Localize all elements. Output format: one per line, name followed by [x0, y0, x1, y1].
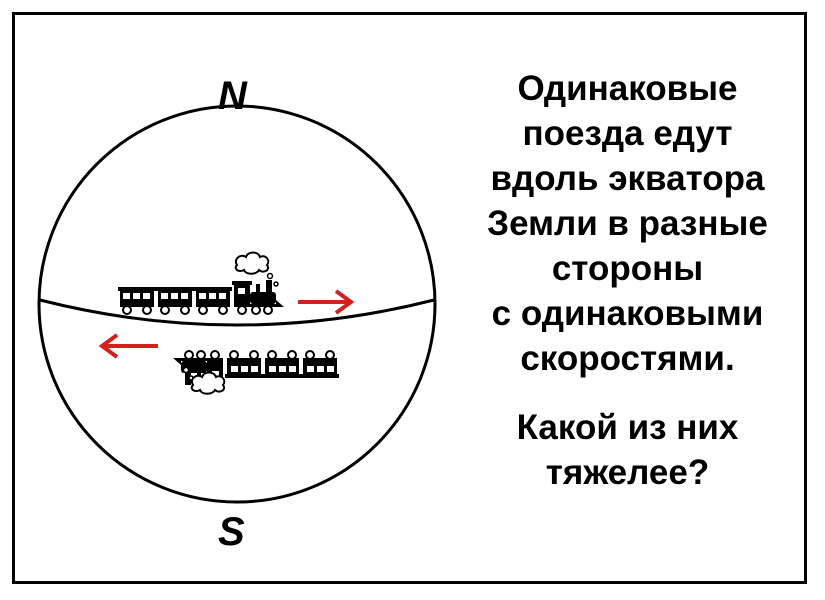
smoke-cloud-icon [234, 251, 279, 287]
smoke-cloud-icon [182, 366, 226, 395]
question-line: Какой из них [516, 408, 739, 447]
train-icon [117, 279, 285, 315]
globe-outline [37, 104, 437, 504]
problem-statement: Одинаковые поезда едут вдоль экватора Зе… [440, 66, 815, 381]
statement-line: вдоль экватора [490, 159, 765, 198]
equator-line [39, 298, 435, 327]
arrow-left-icon [98, 333, 158, 359]
north-label: N [218, 74, 247, 118]
problem-text: Одинаковые поезда едут вдоль экватора Зе… [440, 66, 815, 495]
problem-question: Какой из них тяжелее? [440, 405, 815, 495]
statement-line: Земли в разные [487, 204, 768, 243]
statement-line: стороны [551, 249, 704, 288]
statement-line: с одинаковыми [491, 294, 764, 333]
south-label: S [218, 510, 245, 554]
statement-line: скоростями. [520, 339, 735, 378]
arrow-right-icon [298, 289, 355, 315]
question-line: тяжелее? [545, 453, 710, 492]
statement-line: поезда едут [522, 114, 733, 153]
statement-line: Одинаковые [517, 69, 738, 108]
